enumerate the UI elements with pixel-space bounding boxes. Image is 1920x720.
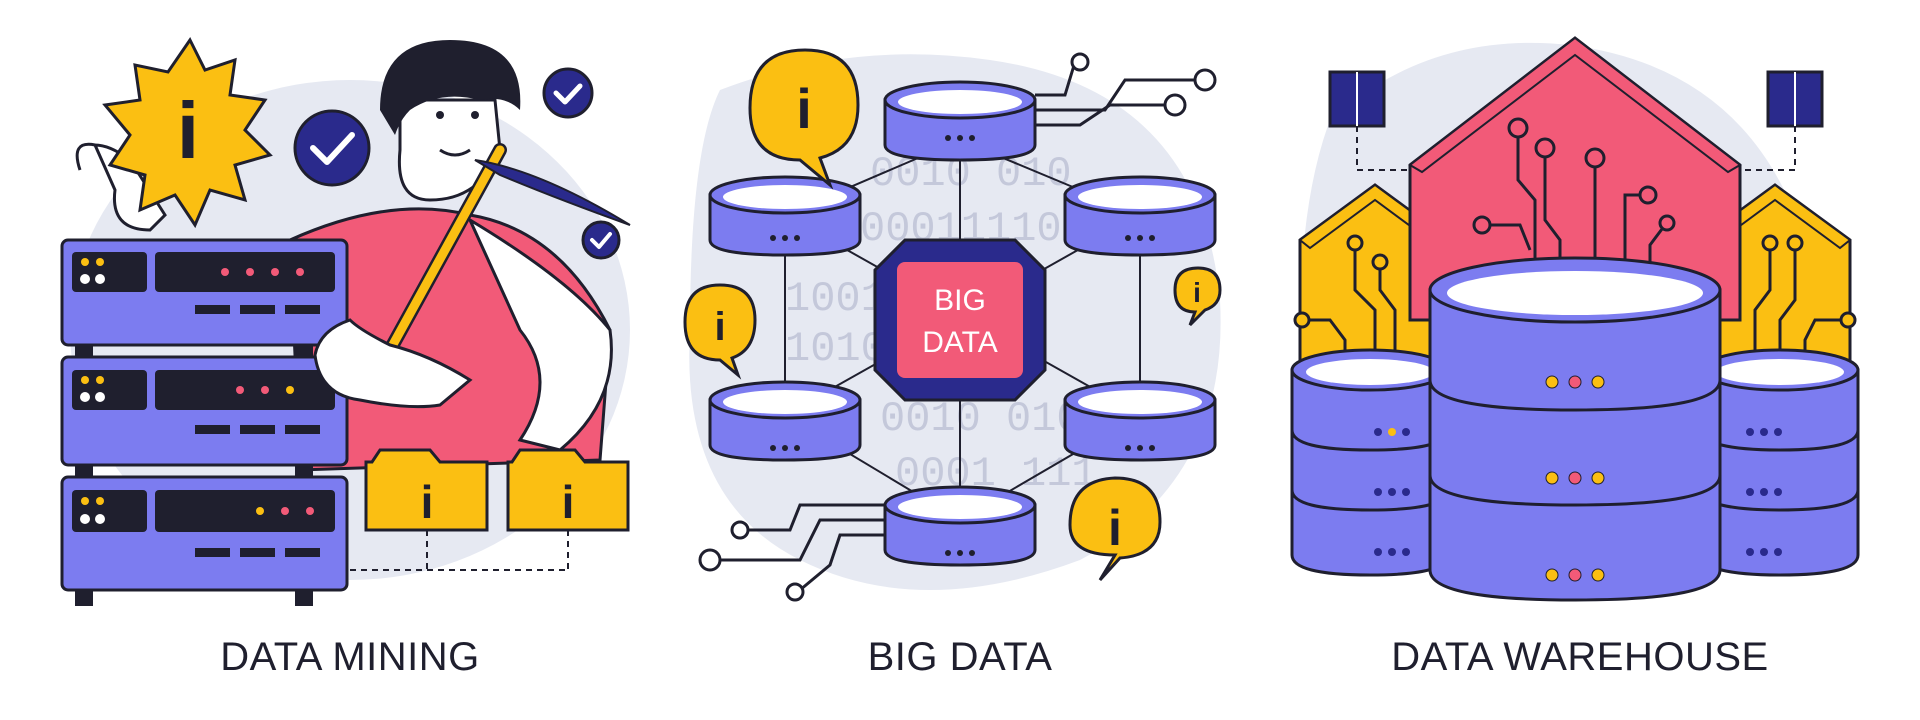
info-glyph: i	[796, 77, 812, 140]
node-square-right	[1766, 70, 1824, 128]
chip-label-line1: BIG	[934, 284, 986, 317]
person-arm	[466, 216, 613, 452]
info-folder-icon: i	[364, 448, 489, 532]
panel-big-data: 0010 010 00011110 1001 0101 1010 1011 00…	[683, 48, 1222, 602]
server-unit-2	[60, 355, 349, 467]
big-data-chip: BIG DATA	[873, 238, 1047, 402]
circuit-traces	[715, 61, 1200, 592]
database-node-right-lower	[1063, 380, 1217, 462]
house-center	[1408, 36, 1742, 322]
connector-dashed	[350, 530, 569, 571]
database-node-bottom	[883, 485, 1037, 567]
info-glyph: i	[177, 86, 199, 175]
caption-data-warehouse: DATA WAREHOUSE	[1391, 635, 1769, 679]
database-stack-main	[1428, 256, 1722, 602]
info-bubble-icon: i	[1173, 266, 1222, 327]
info-starburst-icon: i	[102, 37, 273, 229]
database-node-right-upper	[1063, 175, 1217, 257]
info-glyph: i	[1108, 500, 1122, 556]
caption-big-data: BIG DATA	[867, 635, 1053, 679]
circuit-nodes	[1293, 234, 1857, 329]
database-node-left-lower	[708, 380, 862, 462]
panel-data-mining: i i i	[60, 37, 631, 606]
database-stack-left	[1290, 348, 1450, 577]
binary-row: 0010 010	[880, 395, 1082, 443]
info-bubble-icon: i	[683, 283, 757, 380]
node-square-left	[1328, 70, 1386, 128]
check-badge-icon	[581, 220, 621, 260]
info-glyph: i	[562, 476, 575, 528]
pickaxe-icon	[383, 143, 631, 357]
hand-on-server	[313, 318, 473, 409]
database-stack-right	[1700, 348, 1860, 577]
chip-label-line2: DATA	[922, 326, 998, 359]
caption-data-mining: DATA MINING	[220, 635, 480, 679]
check-badge-icon	[542, 67, 594, 119]
info-glyph: i	[714, 305, 725, 349]
check-badge-icon	[293, 109, 371, 187]
info-bubble-icon: i	[748, 48, 860, 190]
server-rack	[60, 238, 349, 606]
panel-data-warehouse	[1290, 36, 1860, 602]
info-bubble-icon: i	[1068, 476, 1162, 582]
circuit-nodes	[1472, 117, 1676, 235]
info-glyph: i	[1193, 277, 1201, 308]
server-unit-3	[60, 475, 349, 592]
connector-dashed	[1356, 126, 1796, 171]
database-node-left-upper	[708, 175, 862, 257]
person-head	[380, 40, 521, 202]
database-node-top	[883, 80, 1037, 162]
circuit-nodes	[698, 52, 1217, 602]
info-folder-icon: i	[506, 448, 630, 532]
server-unit-1	[60, 238, 349, 347]
info-glyph: i	[421, 476, 434, 528]
